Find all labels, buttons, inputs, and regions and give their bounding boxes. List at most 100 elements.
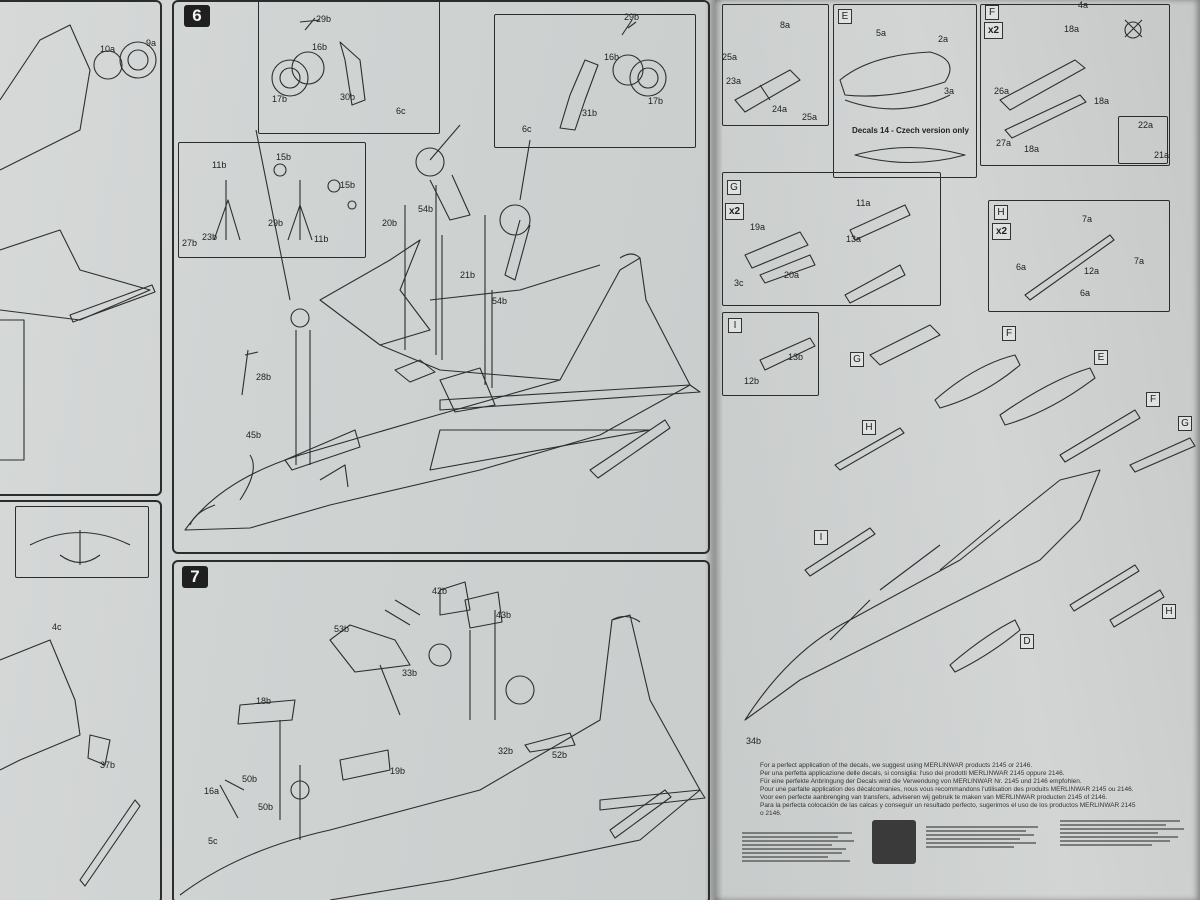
pylon-detail-inset bbox=[1118, 116, 1168, 164]
part-label: 6a bbox=[1016, 262, 1027, 272]
decal-instructions-fine-print-3 bbox=[1060, 818, 1190, 848]
part-label: 27b bbox=[182, 238, 198, 248]
part-label: 19b bbox=[390, 766, 406, 776]
sub-box-f-letter: F bbox=[985, 5, 999, 20]
part-label: 11b bbox=[212, 160, 227, 170]
nose-gear-callout bbox=[178, 142, 366, 258]
callout-f-2: F bbox=[1146, 392, 1160, 407]
decal-instructions-fine-print-2 bbox=[926, 824, 1046, 850]
decal-instructions-fine-print bbox=[742, 830, 862, 864]
part-label: 26a bbox=[994, 86, 1010, 96]
sub-box-i-letter: I bbox=[728, 318, 742, 333]
right-instruction-page bbox=[715, 0, 1200, 900]
note-line-en: For a perfect application of the decals,… bbox=[760, 762, 1033, 769]
note-line-fr: Pour une parfaite application des décalc… bbox=[760, 786, 1134, 793]
part-label: 37b bbox=[100, 760, 116, 770]
part-label: 52b bbox=[552, 750, 568, 760]
step-7-box bbox=[172, 560, 710, 900]
part-label: 17b bbox=[272, 94, 288, 104]
part-label: 21b bbox=[460, 270, 476, 280]
part-label: 53b bbox=[334, 624, 350, 634]
sub-box-d bbox=[722, 4, 829, 126]
part-label: 7a bbox=[1134, 256, 1145, 266]
part-label: 25a bbox=[722, 52, 738, 62]
callout-e: E bbox=[1094, 350, 1108, 365]
step7-fuselage-drawing bbox=[179, 581, 706, 900]
sub-box-e-letter: E bbox=[838, 9, 852, 24]
callout-g-2: G bbox=[1178, 416, 1192, 431]
part-label: 12a bbox=[1084, 266, 1100, 276]
part-label: 18a bbox=[1094, 96, 1110, 106]
main-gear-callout-left bbox=[258, 0, 440, 134]
sub-box-f bbox=[980, 4, 1170, 166]
part-label: 22a bbox=[1138, 120, 1154, 130]
part-label: 17b bbox=[648, 96, 664, 106]
main-gear-callout-right bbox=[494, 14, 696, 148]
part-label: 29b bbox=[316, 14, 332, 24]
left-instruction-page bbox=[0, 0, 715, 900]
part-label: 34b bbox=[746, 736, 762, 746]
part-label: 54b bbox=[418, 204, 434, 214]
part-label: 50b bbox=[258, 802, 274, 812]
part-label: 50b bbox=[242, 774, 258, 784]
part-label: 54b bbox=[492, 296, 508, 306]
part-label: 29b bbox=[624, 12, 640, 22]
callout-g: G bbox=[850, 352, 864, 367]
part-label: 30b bbox=[340, 92, 356, 102]
decal-instruction-icon bbox=[872, 820, 916, 864]
sub-box-g bbox=[722, 172, 941, 306]
part-label: 15b bbox=[276, 152, 292, 162]
part-label: 11b bbox=[314, 234, 329, 244]
sub-box-f-multiplier: x2 bbox=[984, 22, 1004, 39]
part-label: 16a bbox=[204, 786, 220, 796]
part-label: 6a bbox=[1080, 288, 1091, 298]
callout-h-2: H bbox=[1162, 604, 1176, 619]
sub-box-g-letter: G bbox=[727, 180, 741, 195]
right-page-weapon-drawings bbox=[734, 19, 1196, 721]
part-label: 42b bbox=[432, 586, 448, 596]
part-label: 33b bbox=[402, 668, 418, 678]
part-label: 15b bbox=[340, 180, 356, 190]
note-line-de: Für eine perfekte Anbringung der Decals … bbox=[760, 778, 1082, 785]
part-label: 16b bbox=[312, 42, 328, 52]
part-label: 18b bbox=[256, 696, 272, 706]
part-label: 3a bbox=[944, 86, 955, 96]
part-label: 6c bbox=[522, 124, 532, 134]
step-6-box bbox=[172, 0, 710, 554]
part-label: 7a bbox=[1082, 214, 1093, 224]
note-line-it: Per una perfetta applicazione delle deca… bbox=[760, 770, 1065, 777]
part-label: 2a bbox=[938, 34, 949, 44]
part-label: 20a bbox=[784, 270, 800, 280]
part-label: 16b bbox=[604, 52, 620, 62]
step6-gear-legs bbox=[241, 147, 531, 465]
part-label: 19a bbox=[750, 222, 766, 232]
sub-box-e bbox=[833, 4, 977, 178]
left-page-partial-drawings bbox=[0, 24, 157, 887]
part-label: 20b bbox=[382, 218, 398, 228]
note-line-es: Para la perfecta colocación de las calca… bbox=[760, 802, 1136, 817]
part-label: 13b bbox=[788, 352, 804, 362]
step6-fuselage-drawing bbox=[184, 239, 701, 531]
part-label: 32b bbox=[498, 746, 514, 756]
sub-box-h bbox=[988, 200, 1170, 312]
sub-box-h-letter: H bbox=[994, 205, 1008, 220]
part-label: 31b bbox=[582, 108, 598, 118]
part-label: 28b bbox=[256, 372, 272, 382]
part-label: 13a bbox=[846, 234, 862, 244]
part-label: 18a bbox=[1024, 144, 1040, 154]
part-label: 3c bbox=[734, 278, 744, 288]
part-label: 4c bbox=[52, 622, 62, 632]
callout-h: H bbox=[862, 420, 876, 435]
part-label: 18a bbox=[1064, 24, 1080, 34]
part-label: 24a bbox=[772, 104, 788, 114]
sub-box-i bbox=[722, 312, 819, 396]
note-line-nl: Voor een perfecte aanbrenging van transf… bbox=[760, 794, 1108, 801]
part-label: 27a bbox=[996, 138, 1012, 148]
callout-f: F bbox=[1002, 326, 1016, 341]
part-label: 45b bbox=[246, 430, 262, 440]
part-label: 12b bbox=[744, 376, 760, 386]
step-6-number: 6 bbox=[184, 5, 210, 27]
part-label: 43b bbox=[496, 610, 512, 620]
